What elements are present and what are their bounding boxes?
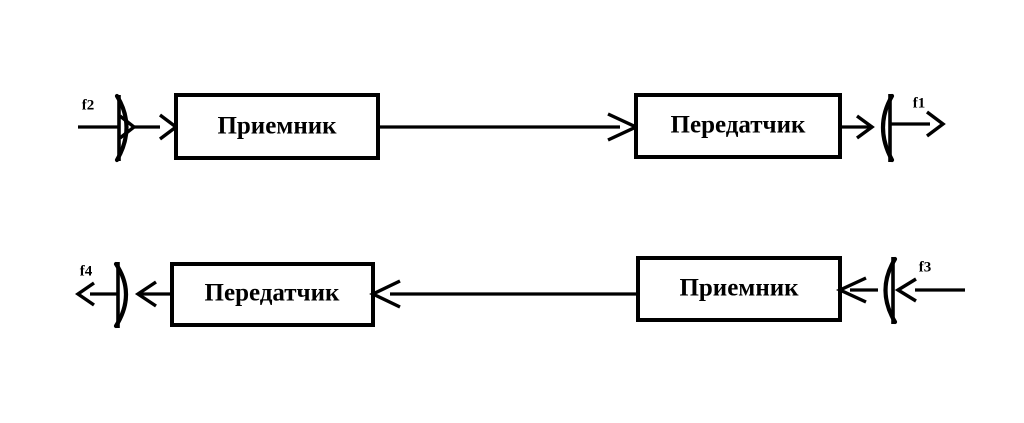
frequency-label-f3: f3: [919, 259, 932, 275]
bottom-input-arrowhead: [894, 277, 917, 303]
top-right-block-label: Передатчик: [671, 112, 806, 139]
top-receiver-input-arrowhead: [158, 113, 179, 141]
bottom-right-block[interactable]: [636, 256, 842, 322]
bottom-output-arrowhead: [74, 281, 95, 307]
bottom-right-block-label: Приемник: [679, 275, 799, 302]
bottom-antenna-input-arrowhead: [134, 280, 157, 308]
bottom-left-block-label: Передатчик: [205, 280, 340, 307]
bottom-left-block[interactable]: [170, 262, 375, 327]
top-output-arrowhead: [925, 110, 946, 138]
frequency-label-f2: f2: [82, 97, 95, 113]
bottom-receiver-input-arrowhead: [835, 276, 867, 304]
frequency-label-f4: f4: [80, 263, 93, 279]
top-antenna-input-arrowhead: [855, 114, 875, 140]
frequency-label-f1: f1: [913, 95, 926, 111]
top-right-block[interactable]: [634, 93, 842, 159]
bottom-transmitter-input-arrowhead: [369, 279, 401, 309]
top-left-block-label: Приемник: [217, 113, 337, 140]
